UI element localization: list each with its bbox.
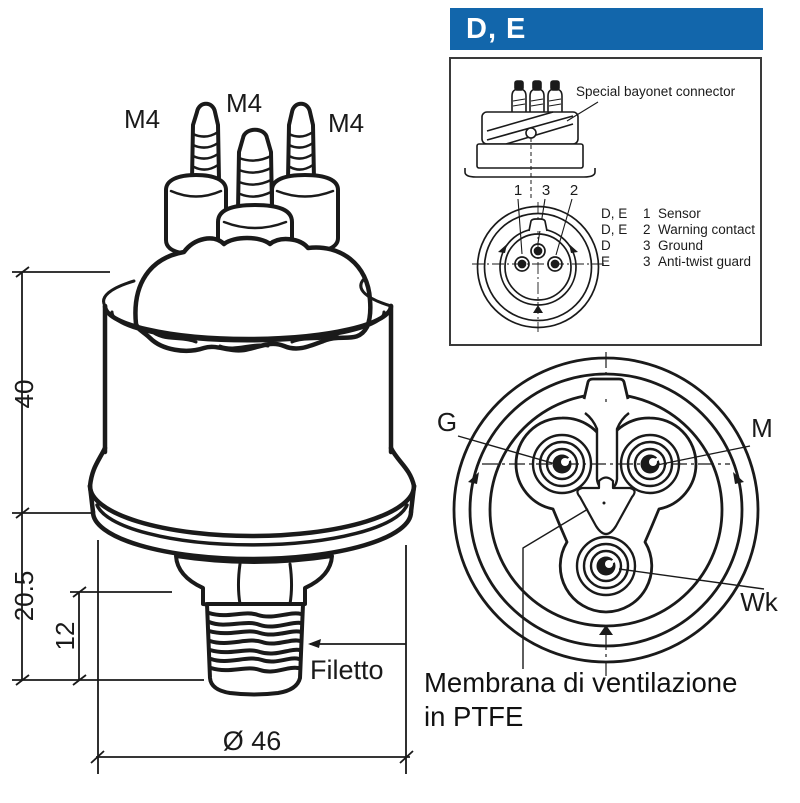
pin-legend: D, E 1 Sensor D, E 2 Warning contact D 3… (601, 206, 755, 270)
terminal-g-label: G (437, 407, 457, 437)
threaded-stud (205, 602, 305, 697)
legend-pin: 2 (643, 221, 651, 237)
vent-membrane-widget (576, 476, 636, 536)
terminal-wk-label: Wk (740, 587, 779, 617)
terminal-stud-right (270, 101, 340, 254)
legend-variant: E (601, 253, 611, 269)
dim-20-5-label: 20.5 (9, 571, 39, 622)
terminal-stud-center (216, 127, 294, 278)
face-labels: G M Wk (437, 407, 779, 617)
dim-12-label: 12 (50, 622, 80, 651)
dim-40-label: 40 (9, 380, 39, 409)
section-header-label: D, E (466, 12, 527, 45)
pinout-panel-box (449, 57, 762, 346)
membrane-caption-line2: in PTFE (424, 700, 524, 732)
sensor-cap (133, 235, 373, 353)
legend-variant: D, E (601, 206, 628, 221)
legend-description: Sensor (658, 206, 701, 221)
legend-description: Anti-twist guard (658, 253, 752, 269)
legend-pin: 3 (643, 237, 651, 253)
section-header-bar: D, E (450, 8, 763, 50)
thread-note-label: Filetto (310, 655, 384, 685)
legend-variant: D (601, 237, 611, 253)
terminal-stud-left (164, 101, 228, 256)
terminal-pin-m (619, 433, 681, 495)
stud-label-center: M4 (226, 88, 262, 118)
dimension-lines (12, 266, 414, 774)
terminal-pin-wk (575, 535, 637, 597)
pin-carrier-trefoil (514, 416, 698, 614)
stud-label-right: M4 (328, 108, 364, 138)
sensor-flange (87, 445, 417, 562)
terminal-pin-g (531, 433, 593, 495)
face-leader-lines (457, 435, 765, 669)
legend-description: Warning contact (658, 221, 756, 237)
legend-pin: 3 (643, 253, 651, 269)
legend-variant: D, E (601, 221, 628, 237)
terminal-m-label: M (751, 413, 773, 443)
dim-diameter-label: Ø 46 (223, 726, 282, 756)
sensor-body (102, 278, 394, 455)
stud-label-left: M4 (124, 104, 160, 134)
sensor-side-view (87, 101, 417, 697)
connector-face-view (452, 352, 765, 676)
hex-nut (174, 554, 334, 609)
drawing-labels: M4 M4 M4 40 20.5 12 Ø 46 Filetto (9, 88, 384, 756)
membrane-caption-line1: Membrana di ventilazione (424, 667, 738, 698)
legend-pin: 1 (643, 206, 651, 221)
legend-description: Ground (658, 237, 704, 253)
membrane-caption: Membrana di ventilazione in PTFE (424, 666, 737, 733)
